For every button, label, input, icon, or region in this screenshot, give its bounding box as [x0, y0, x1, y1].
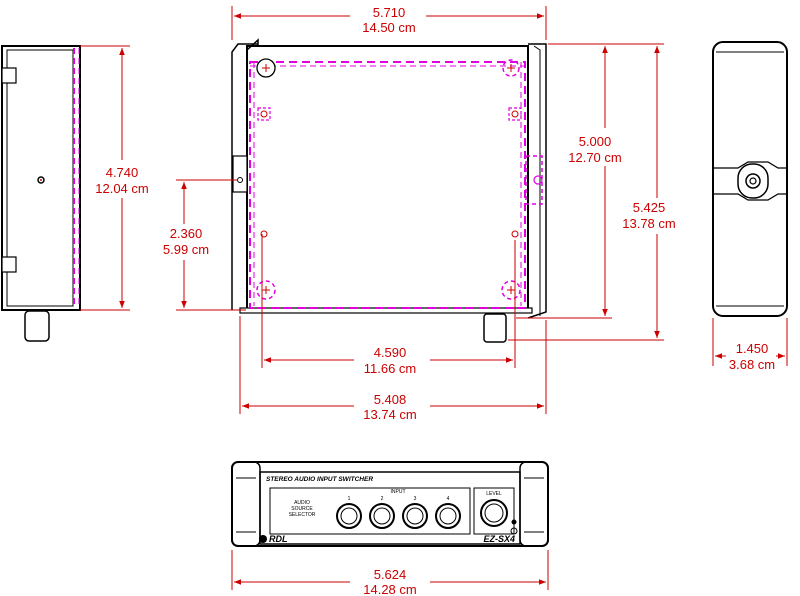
dim-front-width: 5.624 14.28 cm: [231, 550, 549, 596]
dim-base-width: 5.408 13.74 cm: [239, 316, 547, 422]
level-label: LEVEL: [486, 491, 502, 497]
dim-hole-spacing: 4.590 11.66 cm: [261, 234, 516, 376]
side-height-inches: 4.740: [106, 165, 139, 180]
outer-height-inches: 5.425: [633, 200, 666, 215]
input-number-2: 2: [381, 496, 384, 502]
depth-inches: 1.450: [736, 341, 769, 356]
mount-offset-cm: 5.99 cm: [163, 242, 209, 257]
outer-height-cm: 13.78 cm: [622, 216, 675, 231]
dim-side-height: 4.740 12.04 cm: [80, 45, 149, 311]
inner-height-cm: 12.70 cm: [568, 150, 621, 165]
brand-logo-dot: [259, 535, 267, 543]
dim-mount-offset: 2.360 5.99 cm: [160, 179, 246, 311]
left-side-view: [1, 45, 81, 342]
selector-label-selector: SELECTOR: [289, 512, 316, 518]
model-name: EZ-SX4: [483, 534, 515, 544]
hole-spacing-inches: 4.590: [374, 345, 407, 360]
input-knob-4: [435, 503, 461, 529]
dim-inner-height: 5.000 12.70 cm: [516, 43, 626, 319]
dim-outer-height: 5.425 13.78 cm: [508, 43, 678, 341]
input-number-1: 1: [348, 496, 351, 502]
input-label: INPUT: [391, 489, 406, 495]
selector-label-source: SOURCE: [291, 506, 313, 512]
inner-height-inches: 5.000: [579, 134, 612, 149]
depth-cm: 3.68 cm: [729, 357, 775, 372]
input-knob-2: [369, 503, 395, 529]
front-view: STEREO AUDIO INPUT SWITCHER AUDIO SOURCE…: [231, 461, 549, 547]
input-number-4: 4: [447, 496, 450, 502]
base-width-inches: 5.408: [374, 392, 407, 407]
hole-spacing-cm: 11.66 cm: [364, 361, 417, 376]
top-width-inches: 5.710: [373, 5, 406, 20]
side-height-cm: 12.04 cm: [95, 181, 148, 196]
right-end-view: [712, 41, 788, 317]
front-width-inches: 5.624: [374, 567, 407, 582]
top-width-cm: 14.50 cm: [362, 20, 415, 35]
input-knob-1: [336, 503, 362, 529]
base-width-cm: 13.74 cm: [363, 407, 416, 422]
dim-top-width: 5.710 14.50 cm: [231, 4, 547, 40]
input-knob-3: [402, 503, 428, 529]
level-knob: [480, 499, 508, 527]
panel-title: STEREO AUDIO INPUT SWITCHER: [266, 476, 373, 483]
selector-label-audio: AUDIO: [294, 500, 310, 506]
brand-name: RDL: [269, 534, 288, 544]
mount-offset-inches: 2.360: [170, 226, 203, 241]
center-main-view: [231, 38, 547, 343]
front-width-cm: 14.28 cm: [363, 582, 416, 596]
level-led: [511, 519, 517, 525]
dim-depth: 1.450 3.68 cm: [712, 318, 788, 372]
input-number-3: 3: [414, 496, 417, 502]
